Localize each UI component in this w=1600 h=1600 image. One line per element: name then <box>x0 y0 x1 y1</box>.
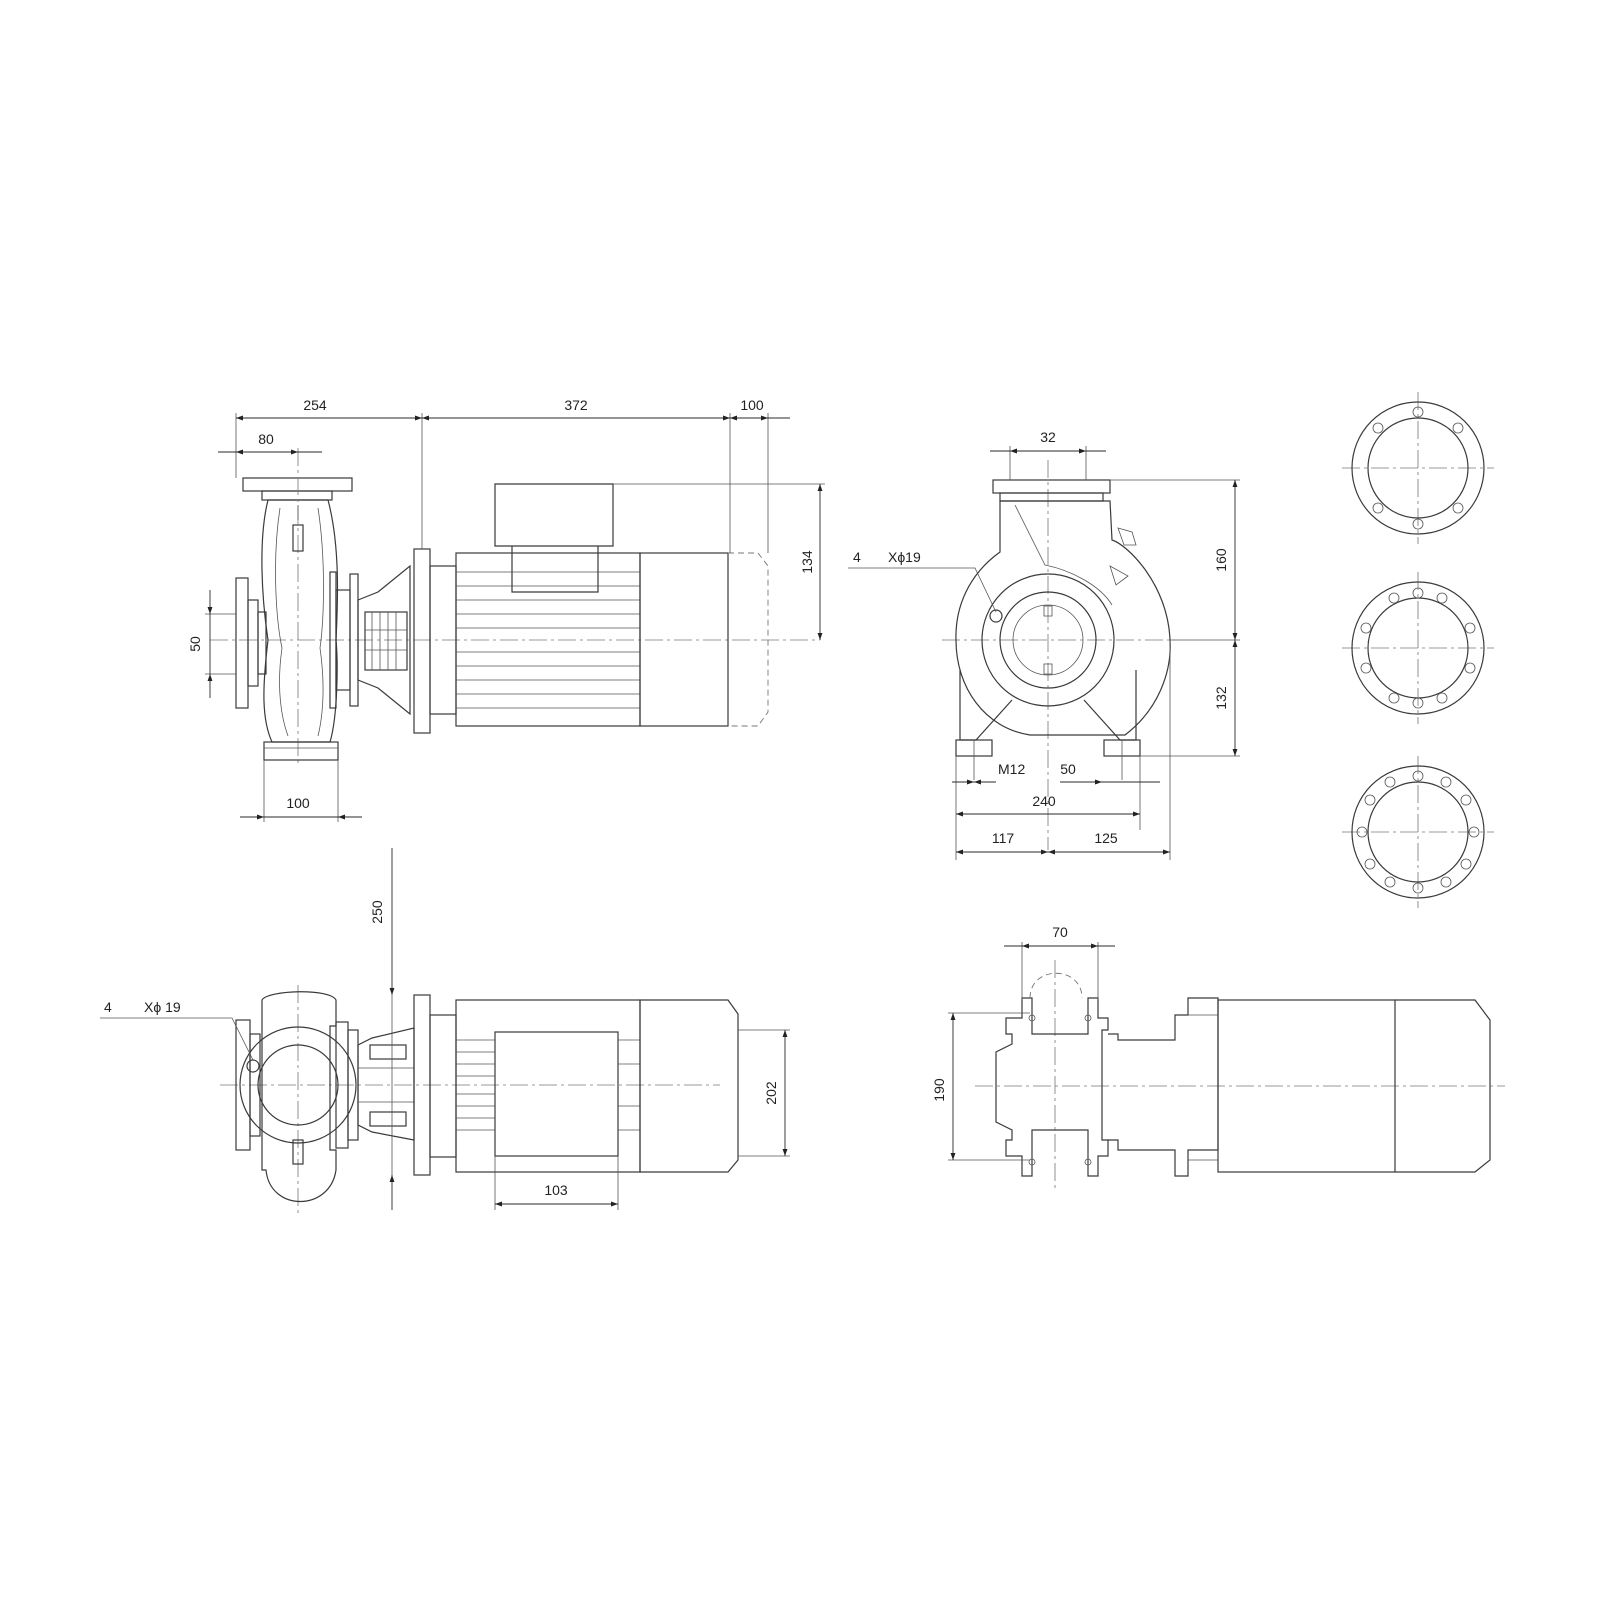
dim-32: 32 <box>1040 429 1056 445</box>
dim-132: 132 <box>1213 686 1229 710</box>
top-view: 250 4 Xϕ 19 202 103 <box>100 848 790 1215</box>
dim-125: 125 <box>1094 830 1118 846</box>
section-view: 70 190 <box>931 924 1505 1190</box>
bolt-spec-front: Xϕ19 <box>888 549 921 565</box>
dim-100-top: 100 <box>740 397 764 413</box>
flange-12-hole <box>1342 756 1494 908</box>
dim-117: 117 <box>992 830 1015 846</box>
dim-50-front: 50 <box>1060 761 1076 777</box>
dim-250: 250 <box>369 900 385 924</box>
side-view: 254 372 100 80 134 50 100 <box>187 397 825 822</box>
dim-190: 190 <box>931 1078 947 1102</box>
dim-160: 160 <box>1213 548 1229 572</box>
dim-202: 202 <box>763 1081 779 1105</box>
dim-103: 103 <box>544 1182 568 1198</box>
bolt-spec-top: Xϕ 19 <box>144 999 181 1015</box>
dim-134: 134 <box>799 550 815 574</box>
thread-m12: M12 <box>998 761 1025 777</box>
dim-50-side: 50 <box>187 636 203 652</box>
flange-4-hole <box>1342 392 1494 544</box>
flange-8-hole <box>1342 572 1494 724</box>
dim-254: 254 <box>303 397 327 413</box>
dim-240: 240 <box>1032 793 1056 809</box>
dim-70: 70 <box>1052 924 1068 940</box>
dim-80: 80 <box>258 431 274 447</box>
bolt-count-front: 4 <box>853 549 861 565</box>
flange-patterns <box>1342 392 1494 908</box>
front-view: 32 4 Xϕ19 160 132 M12 50 240 117 125 <box>848 429 1240 860</box>
dim-372: 372 <box>564 397 588 413</box>
dim-100-foot: 100 <box>286 795 310 811</box>
bolt-count-top: 4 <box>104 999 112 1015</box>
